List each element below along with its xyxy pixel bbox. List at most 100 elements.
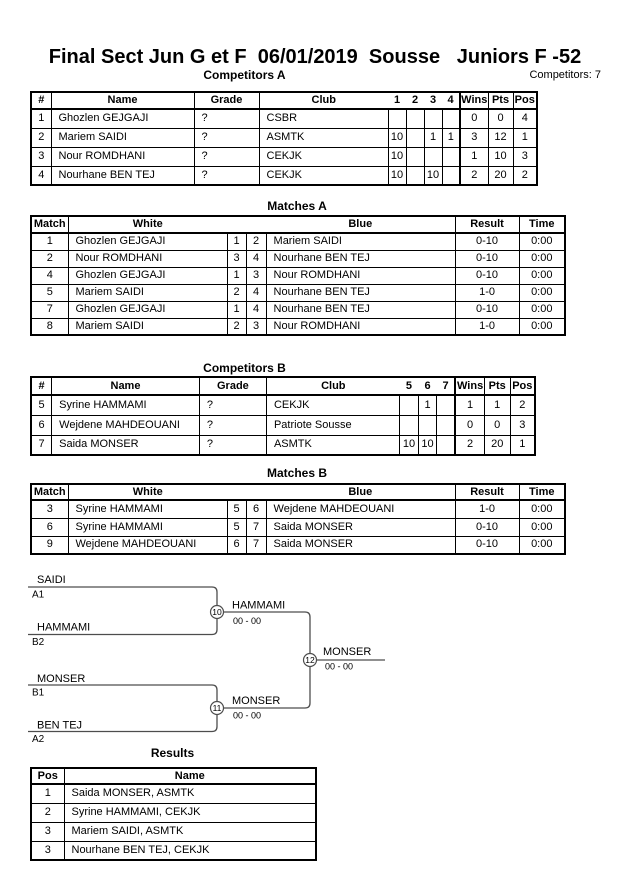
time-cell: 0:00 [518,317,566,336]
grade-cell: ? [193,108,260,129]
match-row: 7 Ghozlen GEJGAJI 1 4 Nourhane BEN TEJ 0… [30,300,566,319]
score-cell [436,394,456,416]
match-number-cell: 5 [30,283,69,302]
match-row: 9 Wejdene MAHDEOUANI 6 7 Saida MONSER 0-… [30,535,566,555]
club-cell: Patriote Sousse [265,414,401,436]
result-row: 3 Nourhane BEN TEJ, CEKJK [30,840,317,861]
time-cell: 0:00 [518,283,566,302]
score-cell [399,414,419,436]
time-header: Time [518,215,566,234]
bracket-slot-seed: B1 [32,688,45,699]
score-cell [423,146,443,167]
time-header: Time [518,483,566,501]
bracket-match-score: 00 - 00 [233,711,261,721]
matches-b-table: Match White Blue Result Time 3 Syrine HA… [30,483,567,555]
blue-name-cell: Nour ROMDHANI [265,266,456,285]
time-cell: 0:00 [518,535,566,555]
wins-cell: 0 [459,108,489,129]
white-name-cell: Syrine HAMMAMI [67,517,228,537]
bracket-winner-name: HAMMAMI [232,600,285,612]
result-cell: 0-10 [454,232,520,251]
grade-cell: ? [193,146,260,167]
club-cell: CEKJK [265,394,401,416]
result-cell: 1-0 [454,499,520,519]
match-number-cell: 3 [30,499,69,519]
wins-cell: 2 [459,165,489,186]
club-header: Club [258,91,388,110]
club-cell: ASMTK [265,434,401,456]
match-number-cell: 6 [30,517,69,537]
time-cell: 0:00 [518,300,566,319]
name-cell: Nourhane BEN TEJ [50,165,195,186]
white-header: White [67,215,267,234]
name-cell: Mariem SAIDI, ASMTK [63,821,317,842]
blue-name-cell: Nourhane BEN TEJ [265,300,456,319]
name-header: Name [51,376,200,396]
pos-cell: 2 [512,165,538,186]
pos-cell: 2 [30,802,65,823]
score-cell [405,108,425,129]
wins-header: Wins [454,376,485,396]
blue-number-cell: 7 [245,535,267,555]
pts-header: Pts [483,376,511,396]
blue-number-cell: 4 [245,283,267,302]
num-header: # [30,376,53,396]
club-cell: ASMTK [258,127,389,148]
match-number-cell: 8 [30,317,69,336]
num-cell: 2 [30,127,52,148]
score-cell: 10 [387,127,407,148]
competitors-count: Competitors: 7 [529,69,601,81]
bracket-winner-name: MONSER [323,646,371,658]
header-row: Pos Name [30,767,317,785]
white-number-cell: 1 [226,266,247,285]
name-cell: Saida MONSER [51,434,200,456]
club-cell: CEKJK [258,146,389,167]
white-number-cell: 1 [226,232,247,251]
score-cell: 1 [441,127,461,148]
score-cell [387,108,407,129]
round-3-header: 3 [424,91,442,110]
pts-cell: 0 [483,414,511,436]
score-cell [436,434,456,456]
bracket-slot-name: BEN TEJ [37,720,82,732]
competitor-row: 1 Ghozlen GEJGAJI ? CSBR 0 0 4 [30,108,538,129]
num-cell: 6 [30,414,53,436]
header-row: # Name Grade Club 1 2 3 4 Wins Pts Pos [30,91,538,110]
match-number-circle [209,604,225,620]
white-number-cell: 1 [226,300,247,319]
result-cell: 1-0 [454,317,520,336]
header-row: # Name Grade Club 5 6 7 Wins Pts Pos [30,376,536,396]
name-cell: Nourhane BEN TEJ, CEKJK [63,840,317,861]
matches-a-heading: Matches A [267,199,327,213]
result-header: Result [454,483,520,501]
blue-name-cell: Wejdene MAHDEOUANI [265,499,456,519]
score-cell [399,394,419,416]
blue-number-cell: 4 [245,300,267,319]
bracket-slot-seed: A1 [32,590,45,601]
match-row: 1 Ghozlen GEJGAJI 1 2 Mariem SAIDI 0-10 … [30,232,566,251]
blue-name-cell: Nourhane BEN TEJ [265,283,456,302]
name-header: Name [50,91,195,110]
bracket-slot-name: SAIDI [37,574,66,586]
score-cell: 10 [399,434,419,456]
white-name-cell: Nour ROMDHANI [67,249,228,268]
match-number-cell: 2 [30,249,69,268]
name-cell: Saida MONSER, ASMTK [63,783,317,804]
match-number-cell: 4 [30,266,69,285]
white-name-cell: Ghozlen GEJGAJI [67,300,228,319]
result-cell: 0-10 [454,266,520,285]
score-cell [405,146,425,167]
match-row: 3 Syrine HAMMAMI 5 6 Wejdene MAHDEOUANI … [30,499,566,519]
header-row: Match White Blue Result Time [30,483,566,501]
blue-name-cell: Nourhane BEN TEJ [265,249,456,268]
time-cell: 0:00 [518,499,566,519]
club-cell: CSBR [258,108,389,129]
white-name-cell: Syrine HAMMAMI [67,499,228,519]
white-number-cell: 2 [226,283,247,302]
name-cell: Ghozlen GEJGAJI [50,108,195,129]
grade-cell: ? [198,394,267,416]
pts-cell: 0 [487,108,514,129]
time-cell: 0:00 [518,232,566,251]
pos-cell: 3 [512,146,538,167]
name-cell: Mariem SAIDI [50,127,195,148]
